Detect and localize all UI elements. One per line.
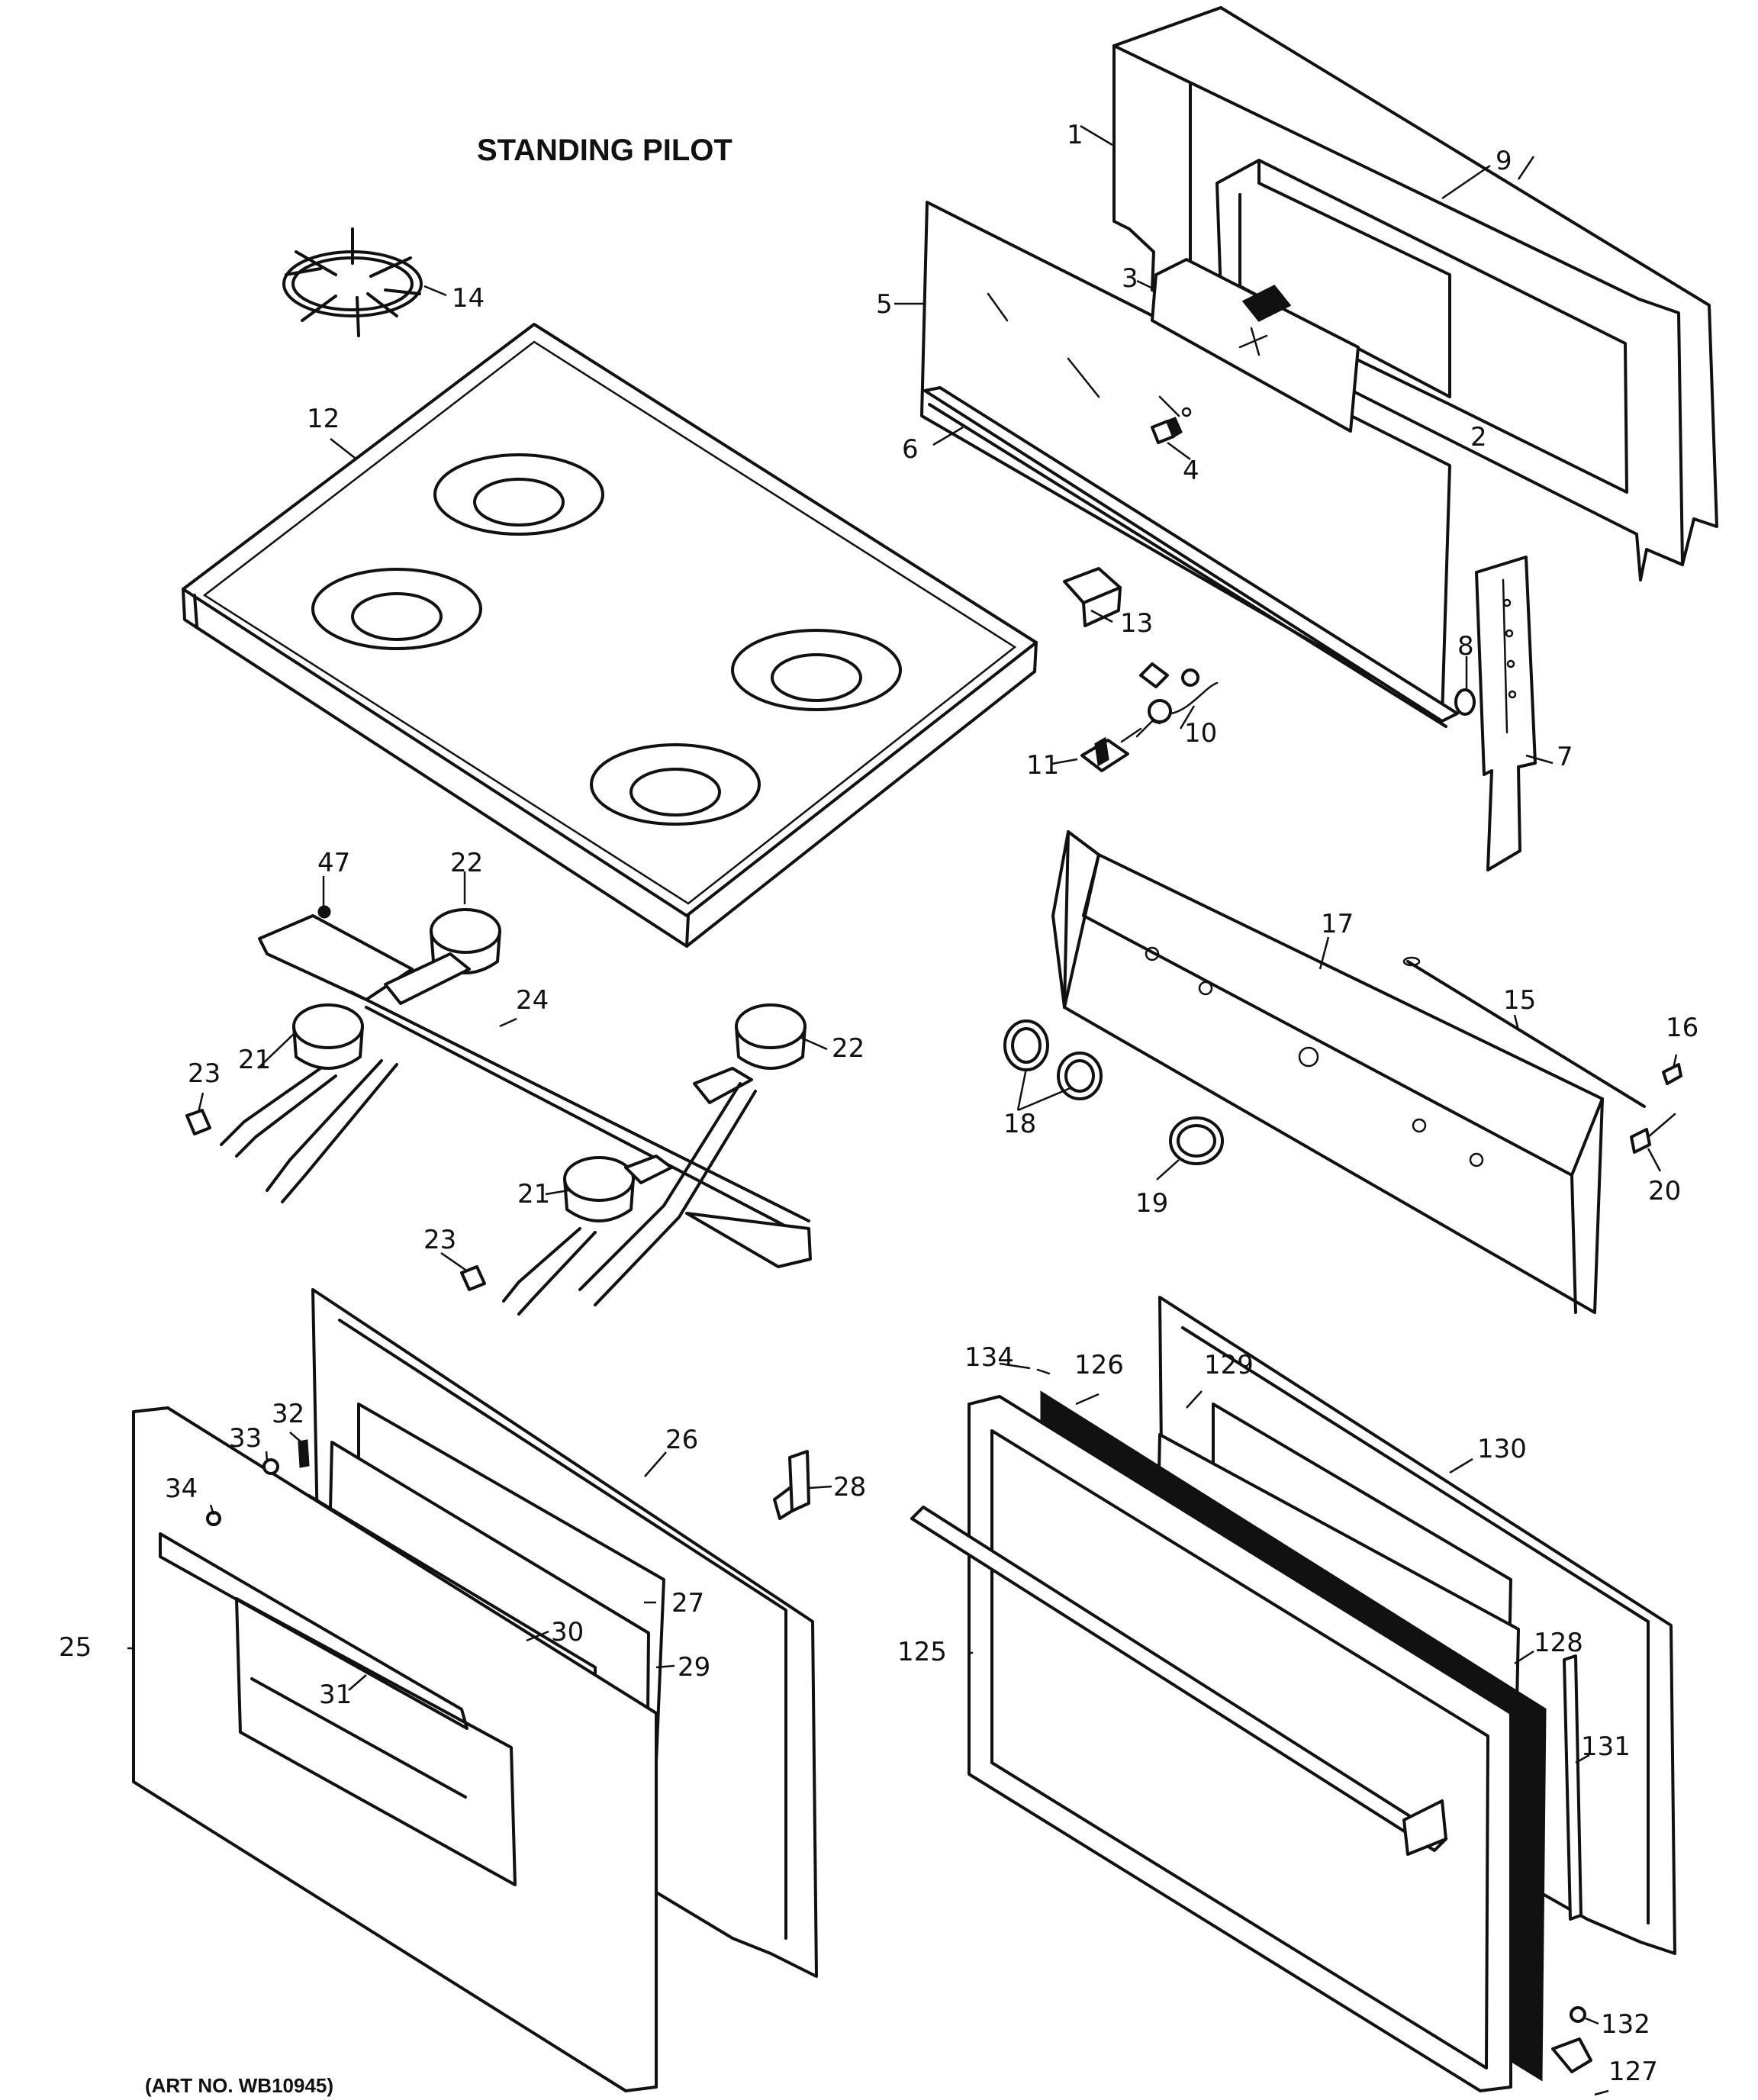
callout-20: 20 (1648, 1176, 1681, 1206)
rod-15 (1402, 956, 1646, 1108)
callout-1: 1 (1067, 120, 1083, 150)
callout-128: 128 (1534, 1628, 1583, 1658)
leader-lines (127, 124, 1678, 2096)
callout-2: 2 (1470, 422, 1487, 453)
fitting-8 (1454, 688, 1476, 716)
callout-22-left: 22 (450, 848, 483, 878)
fitting-20 (1630, 1113, 1676, 1154)
callout-11: 11 (1026, 750, 1059, 781)
diagram-title: STANDING PILOT (477, 134, 732, 167)
switch-wiring (1080, 662, 1219, 772)
callout-131: 131 (1581, 1731, 1631, 1762)
callout-29: 29 (678, 1652, 710, 1683)
bracket-13 (1063, 567, 1122, 627)
callout-8: 8 (1457, 631, 1474, 662)
callout-16: 16 (1666, 1013, 1698, 1043)
callout-22-right: 22 (832, 1033, 865, 1064)
callout-132: 132 (1601, 2009, 1650, 2040)
side-bracket (1475, 556, 1537, 871)
callout-34: 34 (165, 1474, 198, 1504)
callout-24: 24 (516, 985, 549, 1016)
callout-15: 15 (1503, 985, 1536, 1016)
callout-23-right: 23 (423, 1225, 456, 1255)
callout-30: 30 (551, 1617, 584, 1647)
clock-timer (1151, 258, 1360, 433)
callout-18: 18 (1003, 1109, 1036, 1139)
callout-47: 47 (317, 848, 350, 878)
callout-126: 126 (1074, 1350, 1124, 1380)
callout-33: 33 (229, 1423, 262, 1454)
burner-grate (282, 227, 423, 337)
burner-assembly (185, 905, 812, 1316)
callout-31: 31 (319, 1680, 352, 1710)
callout-134: 134 (964, 1342, 1014, 1373)
control-knob-19 (1169, 1116, 1224, 1165)
fitting-16 (1662, 1063, 1682, 1085)
callout-21-right: 21 (517, 1179, 550, 1209)
callout-3: 3 (1122, 263, 1138, 294)
callout-23-left: 23 (188, 1058, 221, 1089)
callout-14: 14 (452, 283, 485, 314)
callout-125: 125 (897, 1637, 947, 1667)
callout-10: 10 (1184, 718, 1217, 749)
callout-130: 130 (1477, 1434, 1527, 1464)
control-panel (1051, 830, 1604, 1314)
callout-32: 32 (272, 1399, 304, 1429)
trim-strip (923, 386, 1459, 728)
callout-25: 25 (59, 1632, 92, 1663)
callout-9: 9 (1496, 146, 1512, 176)
callout-19: 19 (1135, 1188, 1168, 1219)
callout-6: 6 (902, 434, 919, 465)
control-knobs-18 (1003, 1019, 1103, 1100)
callout-28: 28 (833, 1472, 866, 1503)
callout-21-left: 21 (238, 1045, 271, 1075)
callout-labels: 1 9 3 5 2 6 4 13 8 10 11 7 12 14 17 15 1… (59, 120, 1698, 2087)
callout-26: 26 (665, 1425, 698, 1455)
left-oven-door (132, 1288, 818, 2092)
bracket-28 (773, 1450, 810, 1520)
callout-129: 129 (1204, 1350, 1254, 1380)
callout-5: 5 (876, 289, 893, 320)
right-oven-door (910, 1296, 1676, 2092)
callout-127: 127 (1608, 2057, 1658, 2087)
timer-knob (1151, 407, 1192, 444)
callout-13: 13 (1120, 608, 1153, 639)
cooktop (182, 323, 1038, 948)
art-number: (ART NO. WB10945) (145, 2074, 333, 2097)
callout-4: 4 (1183, 456, 1199, 486)
callout-7: 7 (1557, 742, 1573, 772)
callout-27: 27 (671, 1588, 704, 1618)
callout-17: 17 (1321, 909, 1354, 939)
callout-12: 12 (307, 404, 340, 434)
